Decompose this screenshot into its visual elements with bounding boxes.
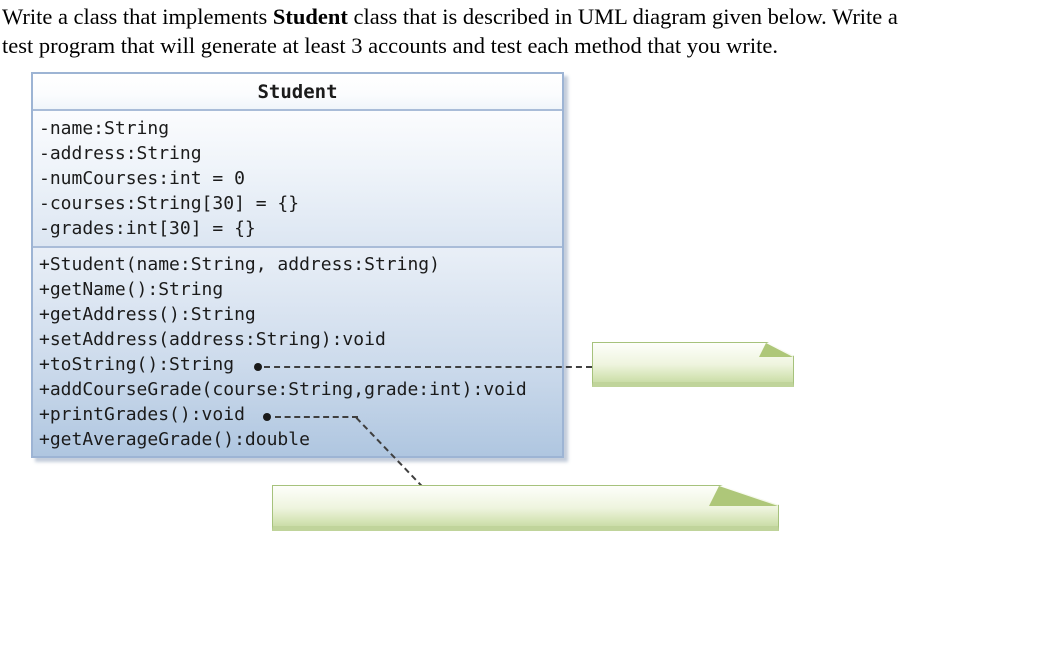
note-text-printgrades: "name course1:grade1, course2:grade2,...… bbox=[330, 577, 800, 599]
note-printgrades-format: "name course1:grade1, course2:grade2,...… bbox=[272, 485, 779, 531]
note-fold-corner-icon bbox=[709, 486, 778, 506]
assignment-prompt: Write a class that implements Student cl… bbox=[2, 2, 1052, 60]
uml-attribute-courses: -courses:String[30] = {} bbox=[39, 193, 300, 214]
uml-class-student: Student -name:String -address:String -nu… bbox=[31, 72, 564, 458]
connector-line-printgrades-horizontal bbox=[275, 416, 358, 418]
uml-attribute-name: -name:String bbox=[39, 118, 170, 139]
prompt-line-1: Write a class that implements Student cl… bbox=[2, 2, 1052, 31]
uml-method-getaddress: +getAddress():String bbox=[39, 304, 256, 325]
note-tostring-format: "name(address)" bbox=[592, 342, 794, 387]
prompt-text-post: class that is described in UML diagram g… bbox=[347, 4, 898, 29]
uml-attribute-numcourses: -numCourses:int = 0 bbox=[39, 168, 245, 189]
connector-dot-tostring bbox=[254, 363, 262, 371]
uml-attributes-compartment: -name:String -address:String -numCourses… bbox=[33, 111, 562, 248]
note-fold-corner-icon bbox=[759, 343, 793, 357]
uml-method-constructor: +Student(name:String, address:String) bbox=[39, 254, 440, 275]
uml-method-getaveragegrade: +getAverageGrade():double bbox=[39, 429, 310, 450]
connector-dot-printgrades bbox=[263, 413, 271, 421]
prompt-bold-student: Student bbox=[272, 4, 348, 29]
page: Write a class that implements Student cl… bbox=[2, 2, 1052, 531]
uml-method-getname: +getName():String bbox=[39, 279, 224, 300]
prompt-text-pre: Write a class that implements bbox=[2, 4, 273, 29]
prompt-line-2: test program that will generate at least… bbox=[2, 33, 778, 58]
uml-method-addcoursegrade: +addCourseGrade(course:String,grade:int)… bbox=[39, 379, 527, 400]
uml-methods-compartment: +Student(name:String, address:String) +g… bbox=[33, 248, 562, 456]
note-text-tostring: "name(address)" bbox=[648, 432, 821, 454]
uml-method-setaddress: +setAddress(address:String):void bbox=[39, 329, 386, 350]
connector-line-tostring bbox=[264, 366, 592, 368]
uml-class-name: Student bbox=[33, 74, 562, 111]
uml-attribute-address: -address:String bbox=[39, 143, 202, 164]
uml-attribute-grades: -grades:int[30] = {} bbox=[39, 218, 256, 239]
uml-method-printgrades: +printGrades():void bbox=[39, 404, 245, 425]
uml-method-tostring: +toString():String bbox=[39, 354, 235, 375]
